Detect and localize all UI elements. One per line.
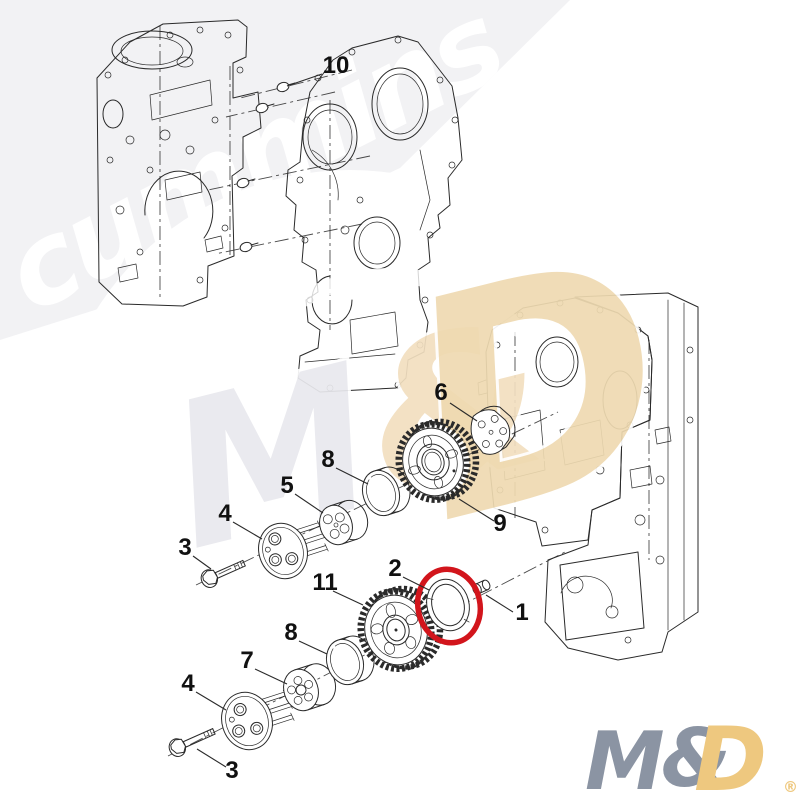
brand-logo-m: M	[585, 715, 665, 800]
leader-line-part-5	[294, 493, 324, 514]
bolt-set-part-10	[207, 69, 371, 255]
upper-gear-train	[195, 405, 559, 588]
brand-logo-ampersand: &	[661, 712, 731, 800]
spacer-part-5	[319, 499, 369, 546]
part-label-1: 1	[515, 599, 528, 626]
part-label-6: 6	[434, 379, 447, 406]
engine-block-left	[96, 19, 262, 307]
part-label-11: 11	[312, 569, 337, 596]
timing-gear-cover	[285, 35, 463, 393]
ring-part-8-lower	[325, 635, 375, 686]
thrust-ring-part-2	[426, 578, 470, 632]
leader-line-part-8	[298, 640, 328, 655]
leader-line-part-3	[192, 555, 212, 570]
brand-logo-d: D	[694, 708, 767, 800]
leader-line-part-2	[402, 576, 430, 591]
plate-bolt-heads	[268, 532, 299, 567]
leader-line-part-9	[458, 498, 495, 522]
leader-line-part-11	[332, 590, 364, 606]
leader-line-part-4	[232, 521, 263, 540]
bolt-10-c	[236, 177, 256, 189]
plate-part-4-lower	[221, 689, 295, 751]
bolt-part-3-upper	[200, 559, 246, 588]
camshaft-gear-part-9	[395, 418, 480, 503]
part-label-3: 3	[225, 757, 238, 784]
band-watermark: cummins	[0, 0, 570, 340]
leader-line-part-6	[449, 402, 478, 422]
spacer-part-7	[283, 663, 337, 712]
part-label-4: 4	[181, 670, 195, 697]
ring-part-8-upper	[361, 466, 411, 517]
part-label-8: 8	[321, 446, 334, 473]
leader-line-part-8	[335, 467, 369, 485]
part-label-3: 3	[178, 534, 191, 561]
bolt-10-b	[255, 102, 275, 114]
part-label-10: 10	[323, 52, 350, 79]
bolt-10-d	[239, 241, 259, 253]
leader-line-part-10	[286, 73, 323, 87]
plate-bolt-heads	[232, 703, 264, 738]
leader-line-part-3	[196, 748, 227, 768]
leader-line-part-4	[195, 691, 227, 711]
part-label-2: 2	[388, 555, 401, 582]
part-label-9: 9	[493, 510, 506, 537]
part-label-7: 7	[240, 647, 253, 674]
leader-line-part-7	[254, 668, 288, 685]
brand-logo: M & D ®	[585, 708, 798, 800]
part-label-8: 8	[284, 619, 297, 646]
plate-part-6	[470, 405, 516, 455]
part-label-5: 5	[280, 472, 293, 499]
highlight-circle-part-2	[414, 566, 484, 646]
part-label-4: 4	[218, 500, 232, 527]
leader-line-part-1	[485, 594, 514, 613]
brand-logo-registered-mark: ®	[783, 778, 798, 796]
bolt-part-3-lower	[168, 728, 216, 757]
